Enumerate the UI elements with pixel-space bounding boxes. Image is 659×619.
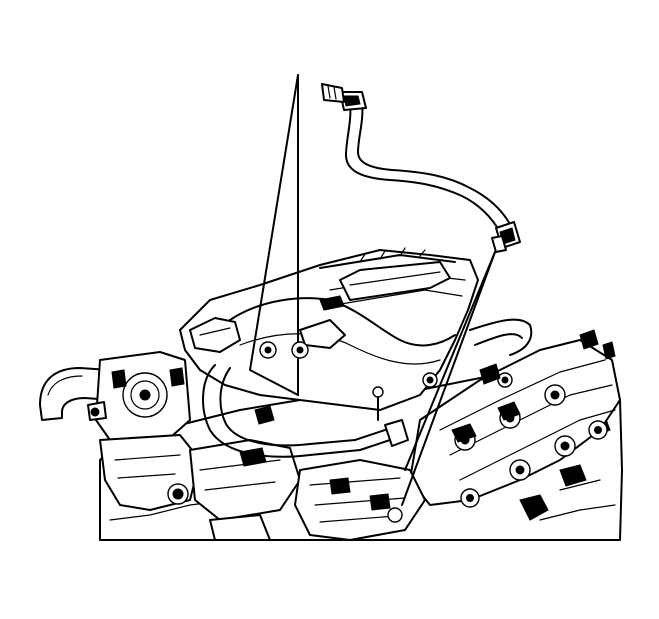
hose-fitting-bottom [491, 221, 521, 253]
cylinder-head-right [409, 339, 621, 508]
throttle-body-assembly [39, 351, 201, 511]
pcv-hose [321, 83, 521, 253]
vacuum-lines [202, 318, 533, 458]
hose-fitting-top [321, 83, 367, 111]
fasteners [254, 329, 616, 425]
intake-manifold [179, 247, 479, 411]
fuel-rail-area [294, 459, 426, 541]
